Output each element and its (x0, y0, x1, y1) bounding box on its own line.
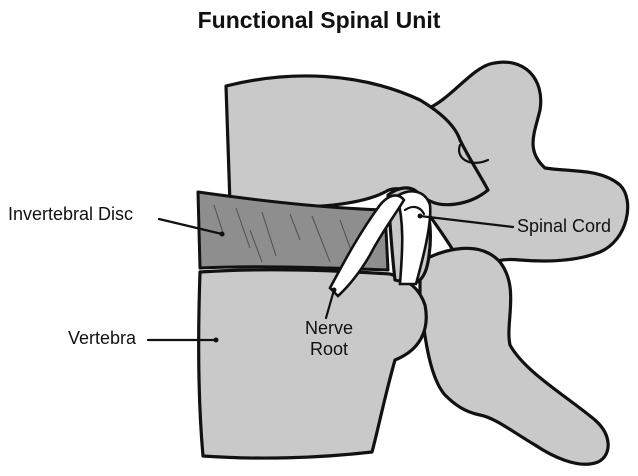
lower-posterior-process (420, 248, 608, 464)
disc-leader-dot (220, 232, 225, 237)
label-vertebra: Vertebra (68, 328, 136, 348)
vertebra-leader-dot (214, 338, 219, 343)
spinal-cord-leader-dot (418, 214, 423, 219)
label-nerve-root: Nerve Root (290, 318, 368, 360)
lower-vertebral-body (199, 270, 426, 458)
label-spinal-cord: Spinal Cord (517, 216, 611, 236)
label-intervertebral-disc: Invertebral Disc (8, 204, 133, 224)
nerve-root-leader-dot (332, 288, 337, 293)
label-nerve-root-line2: Root (290, 339, 368, 360)
label-nerve-root-line1: Nerve (290, 318, 368, 339)
